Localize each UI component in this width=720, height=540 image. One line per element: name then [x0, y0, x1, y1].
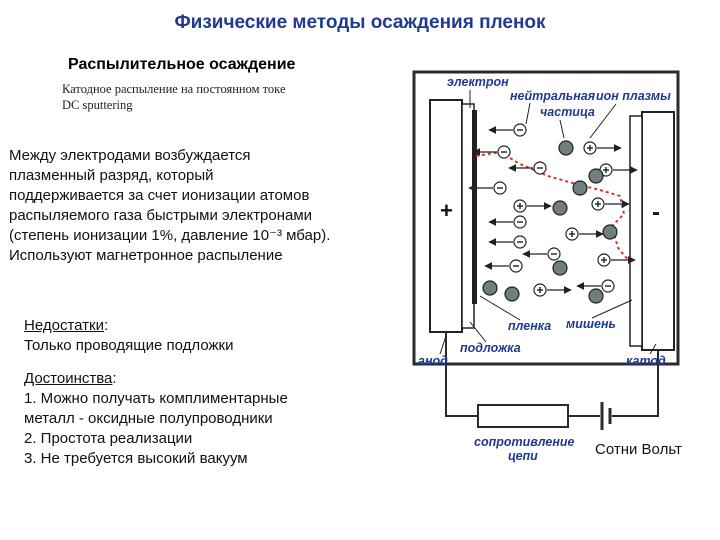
section-subtitle: Распылительное осаждение [68, 56, 296, 73]
label-particle: частица [540, 105, 595, 119]
neutral-particle [588, 168, 604, 184]
leader-anode [439, 335, 447, 355]
label-cathode: катод [626, 354, 666, 368]
target-plate [629, 115, 643, 347]
circuit-wire-right [612, 350, 659, 417]
neutral-particle [588, 288, 604, 304]
neutral-particle [482, 280, 498, 296]
voltage-label: Сотни Вольт [595, 441, 682, 458]
label-electron: электрон [447, 75, 509, 89]
disadvantages-heading: Недостатки [24, 317, 104, 334]
advantages-heading: Достоинства [24, 370, 113, 387]
label-substrate: подложка [460, 341, 521, 355]
advantage-item: металл - оксидные полупроводники [24, 410, 273, 427]
circuit-wire-left [445, 332, 478, 417]
neutral-particle [558, 140, 574, 156]
neutral-particle [552, 260, 568, 276]
cathode-electrode [641, 111, 675, 351]
disadvantages-block: Недостатки: Только проводящие подложки [24, 317, 234, 354]
leader-film [479, 295, 521, 321]
description-line: плазменный разряд, который [9, 167, 214, 184]
method-name-ru: Катодное распыление на постоянном токе [62, 82, 286, 96]
disadvantage-item: Только проводящие подложки [24, 337, 234, 354]
anode-electrode [429, 99, 463, 333]
label-film: пленка [508, 319, 551, 333]
resistor [477, 404, 569, 428]
minus-sign: - [652, 199, 660, 226]
leader-cathode [649, 343, 657, 355]
label-resistance: сопротивление [474, 435, 575, 449]
plus-sign: + [440, 198, 453, 223]
description-line: (степень ионизации 1%, давление 10⁻³ мба… [9, 227, 331, 244]
plasma-particles [468, 123, 638, 304]
film-layer [472, 110, 477, 304]
description-line: распыляемого газа быстрыми электронами [9, 207, 313, 224]
advantages-block: Достоинства: 1. Можно получать комплимен… [24, 370, 288, 467]
description-line: Используют магнетронное распыление [9, 247, 283, 264]
chamber-outline [412, 70, 680, 366]
leader-substrate [469, 321, 487, 343]
label-ion: ион плазмы [596, 89, 671, 103]
label-neutral: нейтральная [510, 89, 596, 103]
neutral-particle [602, 224, 618, 240]
leader-neutral [559, 119, 565, 139]
description-line: Между электродами возбуждается [9, 147, 251, 164]
description-line: поддерживается за счет ионизации атомов [9, 187, 310, 204]
label-circuit: цепи [508, 449, 538, 463]
label-target: мишень [566, 317, 616, 331]
neutral-particle [572, 180, 588, 196]
method-name-en: DC sputtering [62, 98, 133, 112]
neutral-particle [504, 286, 520, 302]
leader-ion [589, 103, 617, 139]
neutral-particle [552, 200, 568, 216]
advantage-item: 2. Простота реализации [24, 430, 193, 447]
leader-target [591, 299, 633, 319]
leader-electron-2 [525, 102, 531, 125]
advantage-item: 1. Можно получать комплиментарные [24, 390, 288, 407]
page-title: Физические методы осаждения пленок [174, 12, 546, 33]
advantage-item: 3. Не требуется высокий вакуум [24, 450, 248, 467]
description-text: Между электродами возбуждается плазменны… [9, 146, 409, 266]
label-anode: анод [418, 354, 448, 368]
